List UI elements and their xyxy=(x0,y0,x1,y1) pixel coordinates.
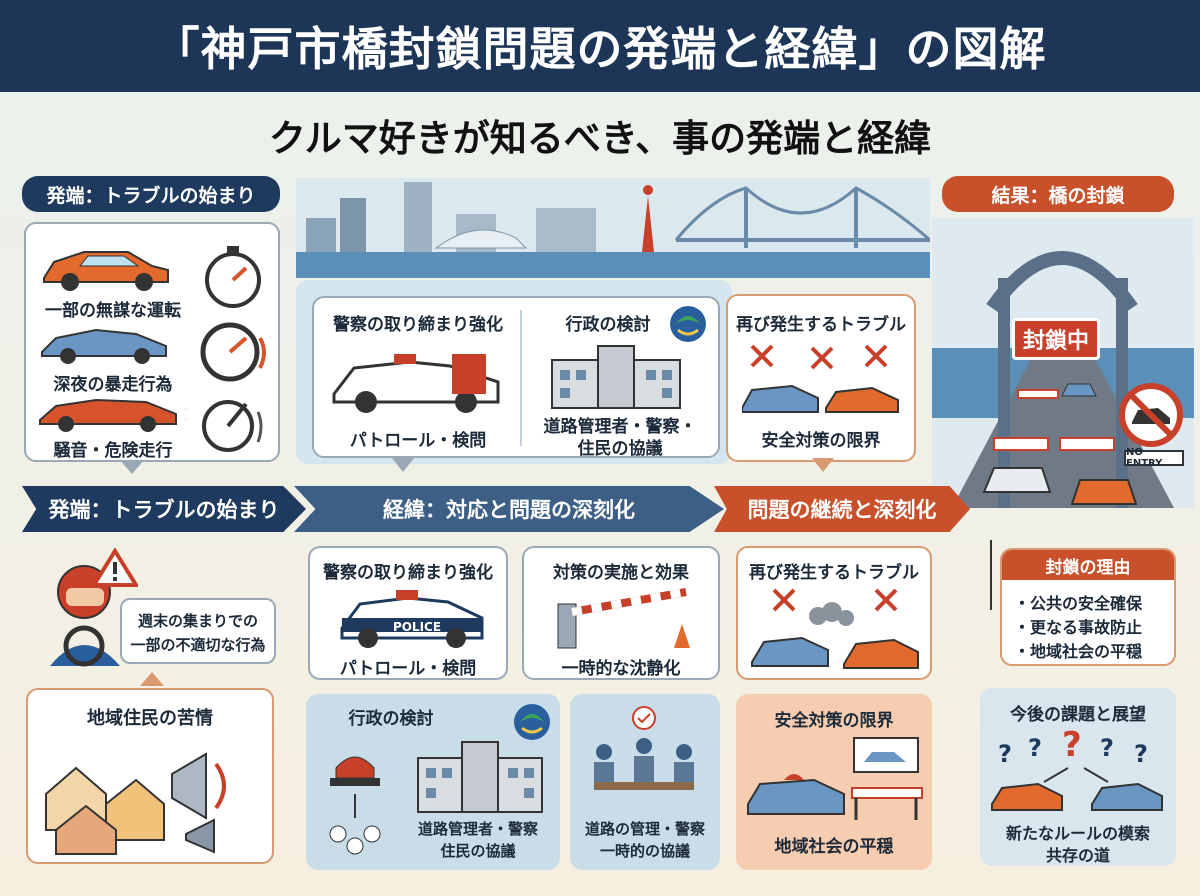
safety-limit-panel: 安全対策の限界 地域社会の平穏 xyxy=(736,694,932,870)
meeting-table-icon xyxy=(594,706,694,790)
complaints-box: 地域住民の苦情 xyxy=(26,688,274,864)
closed-sign: 封鎖中 xyxy=(1012,318,1100,360)
reason-accident-prevention: ・更なる事故防止 xyxy=(1014,618,1143,637)
page-subtitle: クルマ好きが知るべき、事の発端と経緯 xyxy=(268,117,932,160)
police-car-icon xyxy=(332,354,500,413)
speech-bubble: 週末の集まりでの 一部の不適切な行為 xyxy=(120,598,276,664)
crossed-cars-smoke-icon xyxy=(751,588,919,669)
svg-text:?: ? xyxy=(1100,734,1114,762)
reckless-driving-label: 一部の無謀な運転 xyxy=(45,301,181,321)
speech-tail xyxy=(120,460,144,474)
meeting-panel: 道路の管理・警察 一時的の協議 xyxy=(570,694,720,870)
kobe-skyline-illustration xyxy=(296,178,930,278)
police-car-text: POLICE xyxy=(392,620,442,634)
noise-danger-label: 騒音・危険走行 xyxy=(53,441,173,461)
tachometer-icon xyxy=(202,400,263,452)
title-bar: 「神戸市橋封鎖問題の発端と経緯」の図解 xyxy=(0,0,1200,92)
crossed-cars-icon xyxy=(742,344,899,413)
svg-text:?: ? xyxy=(1062,726,1082,765)
flow-step-escalation: 問題の継続と深刻化 xyxy=(714,486,970,532)
police-crackdown-title-mid: 警察の取り締まり強化 xyxy=(323,563,493,583)
kobe-emblem-icon xyxy=(670,306,706,342)
police-barrier-scene-icon xyxy=(747,737,923,820)
houses-megaphone-icon xyxy=(45,752,226,855)
weekend-gathering-line2: 一部の不適切な行為 xyxy=(130,636,266,654)
road-mgmt-council-mid-1: 道路管理者・警察 xyxy=(417,820,538,838)
flow-step-process: 経緯：対応と問題の深刻化 xyxy=(294,486,724,532)
road-mgmt-meeting-1: 道路の管理・警察 xyxy=(584,820,705,838)
speedometer-icon xyxy=(200,322,266,382)
road-mgmt-meeting-2: 一時的の協議 xyxy=(599,842,690,860)
top-response-box: 警察の取り締まり強化 パトロール・検問 行政の検討 道路管理者・警察・ 住民の協… xyxy=(312,296,720,459)
future-panel: 今後の課題と展望 ???? ? 新たなルールの模索 共存の道 xyxy=(980,688,1176,866)
svg-text:?: ? xyxy=(1134,740,1148,768)
stopwatch-icon xyxy=(205,246,261,308)
blue-sports-car-icon xyxy=(41,328,167,364)
road-mgmt-council-top-2: 住民の協議 xyxy=(577,439,663,459)
community-peace-label: 地域社会の平穏 xyxy=(774,837,894,857)
red-sports-car-icon xyxy=(43,251,169,291)
weekend-gathering-line1: 週末の集まりでの xyxy=(137,612,258,630)
kobe-emblem-icon xyxy=(514,704,550,740)
police-patrol-car-icon xyxy=(340,590,484,648)
top-trouble-box: 再び発生するトラブル 安全対策の限界 xyxy=(726,294,916,462)
patrol-checkpoint-label-mid: パトロール・検問 xyxy=(339,659,477,679)
safety-limit-label-top: 安全対策の限界 xyxy=(761,431,881,451)
closure-reasons-title: 封鎖の理由 xyxy=(1002,550,1174,580)
measures-title: 対策の実施と効果 xyxy=(553,563,689,583)
closure-reasons-box: 封鎖の理由 ・公共の安全確保 ・更なる事故防止 ・地域社会の平穏 xyxy=(1000,548,1176,666)
road-mgmt-council-top-1: 道路管理者・警察・ xyxy=(543,417,697,437)
mid-police-box: 警察の取り締まり強化 POLICE パトロール・検問 xyxy=(308,546,508,680)
origin-header: 発端：トラブルの始まり xyxy=(22,176,280,212)
temporary-calm-label: 一時的な沈静化 xyxy=(561,659,681,679)
complaints-title: 地域住民の苦情 xyxy=(87,708,213,729)
question-cars-icon: ???? ? xyxy=(991,726,1163,811)
origin-panel: 一部の無謀な運転 深夜の暴走行為 騒音・危険走行 xyxy=(24,222,280,462)
police-crackdown-title-top: 警察の取り締まり強化 xyxy=(333,315,503,335)
night-racing-label: 深夜の暴走行為 xyxy=(53,375,173,395)
gov-review-title-top: 行政の検討 xyxy=(565,315,651,335)
reason-community-peace: ・地域社会の平穏 xyxy=(1014,642,1143,661)
no-entry-sign-icon xyxy=(1119,383,1183,447)
flow-step-origin: 発端：トラブルの始まり xyxy=(22,486,306,532)
measures-box: 対策の実施と効果 一時的な沈静化 xyxy=(522,546,720,680)
recurring-trouble-title-top: 再び発生するトラブル xyxy=(736,315,906,335)
safety-limit-title: 安全対策の限界 xyxy=(774,711,894,731)
gov-review-title-mid: 行政の検討 xyxy=(348,709,434,729)
orange-muscle-car-icon xyxy=(39,398,186,432)
subtitle-area: クルマ好きが知るべき、事の発端と経緯 xyxy=(0,100,1200,170)
warning-icon xyxy=(92,548,138,587)
city-hall-icon xyxy=(551,345,681,409)
road-mgmt-council-mid-2: 住民の協議 xyxy=(440,842,516,860)
svg-text:?: ? xyxy=(1028,734,1042,762)
divider xyxy=(520,310,522,446)
recurring-trouble-title-mid: 再び発生するトラブル xyxy=(749,563,919,583)
future-caption-1: 新たなルールの模索 xyxy=(1005,824,1150,843)
speech-tail xyxy=(812,458,834,472)
road-barrier-icon xyxy=(557,588,690,649)
reason-public-safety: ・公共の安全確保 xyxy=(1014,594,1143,613)
result-header: 結果：橋の封鎖 xyxy=(942,176,1174,212)
future-title: 今後の課題と展望 xyxy=(1010,705,1146,725)
future-caption-2: 共存の道 xyxy=(1045,846,1110,865)
no-entry-label: NO ENTRY xyxy=(1124,447,1184,469)
government-building-icon xyxy=(417,741,543,813)
speech-tail xyxy=(392,458,414,472)
svg-text:?: ? xyxy=(998,740,1012,768)
patrol-checkpoint-label-top: パトロール・検問 xyxy=(349,431,487,451)
connector-line xyxy=(990,540,992,610)
gov-review-panel: 行政の検討 道路管理者・警察 住民の協議 xyxy=(306,694,560,870)
speech-tail xyxy=(140,672,164,686)
page-title: 「神戸市橋封鎖問題の発端と経緯」の図解 xyxy=(153,22,1047,76)
siren-people-icon xyxy=(329,756,381,855)
mid-trouble-box: 再び発生するトラブル xyxy=(736,546,932,680)
